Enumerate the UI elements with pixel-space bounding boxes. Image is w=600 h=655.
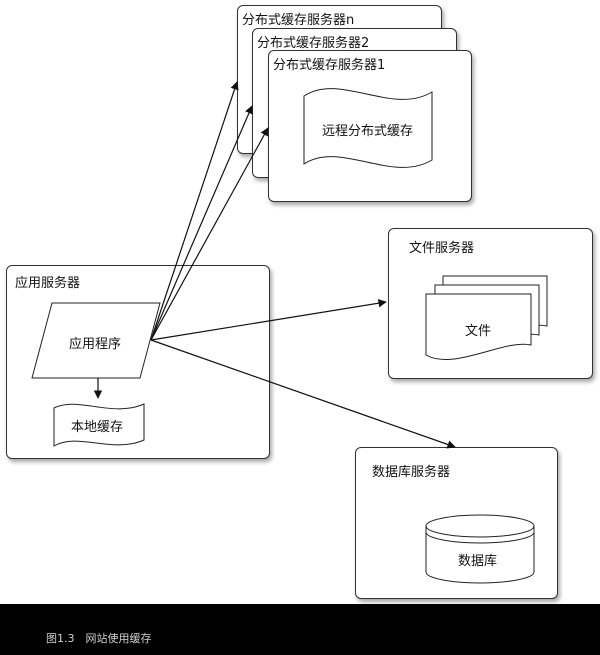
app-server-title: 应用服务器 xyxy=(15,276,81,291)
local-cache-label: 本地缓存 xyxy=(71,420,124,435)
file-server-title: 文件服务器 xyxy=(409,241,475,256)
app-program-shape xyxy=(31,302,161,379)
architecture-diagram: 分布式缓存服务器n 分布式缓存服务器2 分布式缓存服务器1 应用服务器 文件服务… xyxy=(6,5,593,599)
file-doc-front xyxy=(425,293,532,360)
file-label: 文件 xyxy=(465,324,492,339)
db-server-title: 数据库服务器 xyxy=(372,465,451,480)
remote-cache-label: 远程分布式缓存 xyxy=(322,124,414,139)
cache-server-1-title: 分布式缓存服务器1 xyxy=(273,58,386,73)
diagram-shapes xyxy=(31,81,548,584)
app-program-label: 应用程序 xyxy=(69,337,122,352)
arrow-to-cache-server-2 xyxy=(150,105,253,341)
cache-server-2-title: 分布式缓存服务器2 xyxy=(257,36,370,51)
db-cylinder-body xyxy=(425,526,535,584)
arrow-to-db-server xyxy=(150,339,456,449)
remote-cache-shape xyxy=(303,88,433,168)
caption-bar: 图1.3 网站使用缓存 xyxy=(0,604,600,655)
arrow-to-file-server xyxy=(150,299,387,341)
arrow-to-cache-server-n xyxy=(150,81,239,341)
arrow-to-cache-server-1 xyxy=(150,127,269,341)
db-label: 数据库 xyxy=(458,554,498,569)
db-cylinder-top xyxy=(425,514,535,538)
local-cache-shape xyxy=(53,403,145,447)
cache-server-n-title: 分布式缓存服务器n xyxy=(242,13,355,28)
db-cylinder-ring xyxy=(425,531,535,544)
figure-caption: 图1.3 网站使用缓存 xyxy=(46,632,152,645)
